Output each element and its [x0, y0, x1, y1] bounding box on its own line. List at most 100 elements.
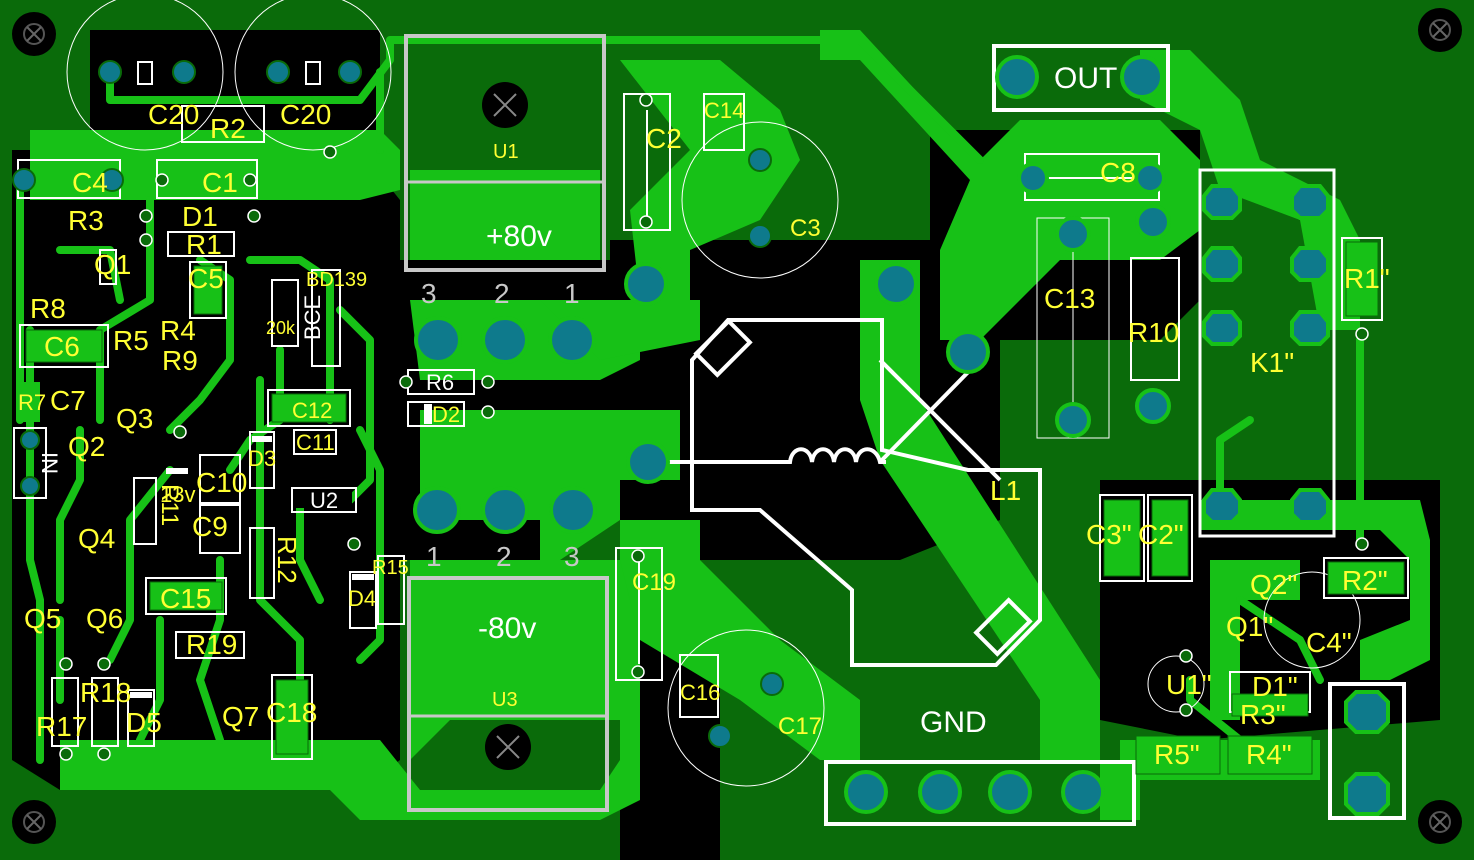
- label-v13: 13v: [160, 482, 195, 507]
- k1-pad-6: [1290, 310, 1330, 346]
- via-19: [97, 657, 111, 671]
- label-d1p: D1": [1252, 671, 1298, 702]
- label-r18: R18: [80, 677, 131, 708]
- via-9: [399, 375, 413, 389]
- c2p-outline: [1147, 494, 1193, 582]
- label-q6: Q6: [86, 603, 123, 634]
- via-23: [1179, 703, 1193, 717]
- r12-outline: [249, 527, 275, 599]
- via-4: [139, 209, 153, 223]
- copper-pours: [30, 30, 1430, 820]
- l1-outline: [690, 318, 1042, 667]
- label-r4: R4: [160, 315, 196, 346]
- r2-outline: [181, 105, 265, 143]
- u3-pin3: 3: [564, 541, 580, 572]
- regulator-holes: [482, 82, 531, 770]
- label-u2: U2: [310, 488, 338, 513]
- mounting-holes: [12, 8, 1462, 844]
- label-r6: R6: [426, 370, 454, 395]
- d3-band: [252, 436, 272, 442]
- label-d4: D4: [348, 586, 376, 611]
- out-pad-2: [1120, 55, 1164, 99]
- label-r7: R7: [18, 390, 46, 415]
- label-c3p: C3": [1086, 519, 1132, 550]
- r19-outline: [175, 631, 245, 659]
- r11-outline: [133, 477, 157, 545]
- label-r11: R11: [156, 484, 183, 526]
- label-c15: C15: [160, 583, 211, 614]
- d4-band: [352, 574, 374, 580]
- label-c20b: C20: [280, 99, 331, 130]
- label-c7: C7: [50, 385, 86, 416]
- r10-outline: [1130, 257, 1180, 381]
- via-6: [139, 233, 153, 247]
- k1-pad-7: [1202, 488, 1242, 524]
- label-r9: R9: [162, 345, 198, 376]
- c17-pad-a: [760, 672, 784, 696]
- label-r8: R8: [30, 293, 66, 324]
- r3p-pad: [1231, 693, 1309, 717]
- u1-pin2: 2: [494, 278, 510, 309]
- r1p-pad: [1345, 241, 1379, 317]
- label-c1: C1: [202, 167, 238, 198]
- c12-outline: [267, 389, 351, 427]
- label-c9: C9: [192, 511, 228, 542]
- label-r1: R1: [186, 229, 222, 260]
- c9-outline: [199, 504, 241, 554]
- in-pad-a: [20, 430, 40, 450]
- c2p-pad: [1151, 499, 1189, 577]
- q1-body: [99, 249, 117, 285]
- smd-pads: [25, 241, 1405, 775]
- k1-pad-5: [1202, 310, 1242, 346]
- k1-pad-1: [1202, 184, 1242, 220]
- in-pad-b: [20, 476, 40, 496]
- label-r1p: R1": [1344, 263, 1390, 294]
- u1-pin1-pad: [548, 316, 596, 364]
- d5-outline: [127, 689, 155, 747]
- c20-right-body: [305, 61, 321, 85]
- label-r4p: R4": [1246, 739, 1292, 770]
- c11-outline: [293, 429, 337, 455]
- c13-pad-a: [1055, 216, 1091, 252]
- c20-left-outline: [66, 0, 224, 151]
- u3-outline: [407, 576, 609, 812]
- l1-pad-b: [626, 440, 670, 484]
- via-13: [347, 537, 361, 551]
- c3p-pad: [1103, 499, 1141, 577]
- via-2: [155, 173, 169, 187]
- u1-pin1: 1: [564, 278, 580, 309]
- v13-band: [166, 468, 188, 474]
- label-c16: C16: [680, 680, 720, 705]
- u1-pin3-pad: [414, 316, 462, 364]
- label-r2p: R2": [1342, 565, 1388, 596]
- label-bd139: BD139: [306, 269, 367, 291]
- u3-pin2-pad: [481, 486, 529, 534]
- c18-pad: [275, 679, 309, 755]
- via-11: [481, 405, 495, 419]
- label-r2: R2: [210, 113, 246, 144]
- k1-pad-4: [1290, 246, 1330, 282]
- bd139-outline: [311, 269, 341, 367]
- label-d1: D1: [182, 201, 218, 232]
- label-q7: Q7: [222, 701, 259, 732]
- d5-band: [130, 692, 152, 698]
- via-5: [247, 209, 261, 223]
- label-q4: Q4: [78, 523, 115, 554]
- label-r15: R15: [372, 557, 409, 579]
- l1-pad-c: [946, 330, 990, 374]
- d2-band: [424, 404, 432, 424]
- c12-pad: [271, 393, 347, 423]
- label-c2p: C2": [1138, 519, 1184, 550]
- c8-pad-a: [1017, 162, 1049, 194]
- c3-pad-plus: [748, 148, 772, 172]
- label-r3p: R3": [1240, 699, 1286, 730]
- c5-outline: [189, 261, 227, 319]
- right-connector-pad-2: [1344, 772, 1390, 816]
- u3-pin1: 1: [426, 541, 442, 572]
- r2p-pad: [1327, 561, 1405, 595]
- r7-body: [20, 382, 40, 422]
- label-c12: C12: [292, 398, 332, 423]
- label-c4: C4: [72, 167, 108, 198]
- label-c19: C19: [632, 569, 676, 596]
- label-r12: R12: [272, 536, 302, 584]
